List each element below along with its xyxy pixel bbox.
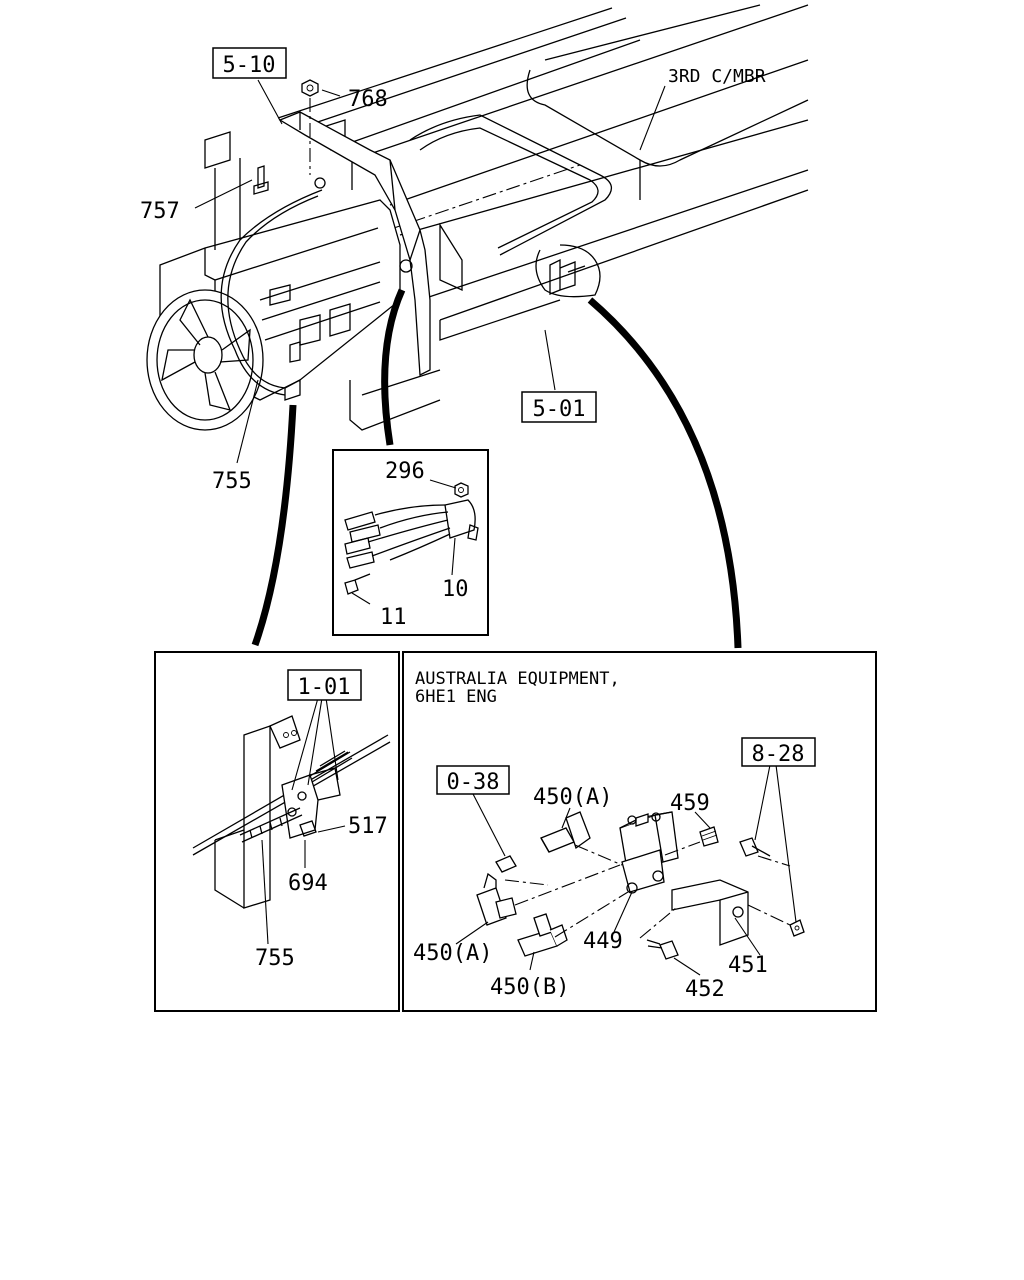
label-296: 296	[385, 459, 425, 484]
ref-box-0-38	[436, 765, 510, 795]
label-451: 451	[728, 953, 768, 978]
cable-bracket-detail-frame	[154, 651, 400, 1012]
label-3rd-cross-member: 3RD C/MBR	[668, 66, 766, 87]
solenoid-valve-drawing	[476, 811, 805, 960]
label-450b: 450(B)	[490, 975, 569, 1000]
assembly-dashed-lines	[504, 841, 791, 939]
note-australia-equipment: AUSTRALIA EQUIPMENT,	[415, 669, 620, 689]
harness-drawing	[344, 482, 479, 595]
label-755-main: 755	[212, 469, 252, 494]
ref-8-28: 8-28	[752, 742, 805, 767]
note-engine-model: 6HE1 ENG	[415, 687, 497, 707]
label-449: 449	[583, 929, 623, 954]
label-10: 10	[442, 577, 469, 602]
engine-drawing	[146, 119, 401, 431]
label-459: 459	[670, 791, 710, 816]
ref-1-01: 1-01	[298, 675, 351, 700]
ref-box-1-01	[287, 669, 362, 701]
label-450a-top: 450(A)	[533, 785, 612, 810]
cable-bracket-drawing	[192, 715, 391, 909]
label-768: 768	[348, 87, 388, 112]
chassis-frame-drawing	[277, 4, 809, 431]
label-517: 517	[348, 814, 388, 839]
label-452: 452	[685, 977, 725, 1002]
ref-box-8-28	[741, 737, 816, 767]
ref-5-01: 5-01	[533, 397, 586, 422]
mounting-bracket-drawing	[220, 79, 601, 401]
ref-5-10: 5-10	[223, 53, 276, 78]
ref-box-5-01	[521, 391, 597, 423]
detail-connector-lines	[251, 288, 742, 649]
label-755-detail: 755	[255, 946, 295, 971]
label-11: 11	[380, 605, 407, 630]
label-757: 757	[140, 199, 180, 224]
label-694: 694	[288, 871, 328, 896]
ref-0-38: 0-38	[447, 770, 500, 795]
ref-box-5-10	[212, 47, 287, 79]
label-450a-left: 450(A)	[413, 941, 492, 966]
